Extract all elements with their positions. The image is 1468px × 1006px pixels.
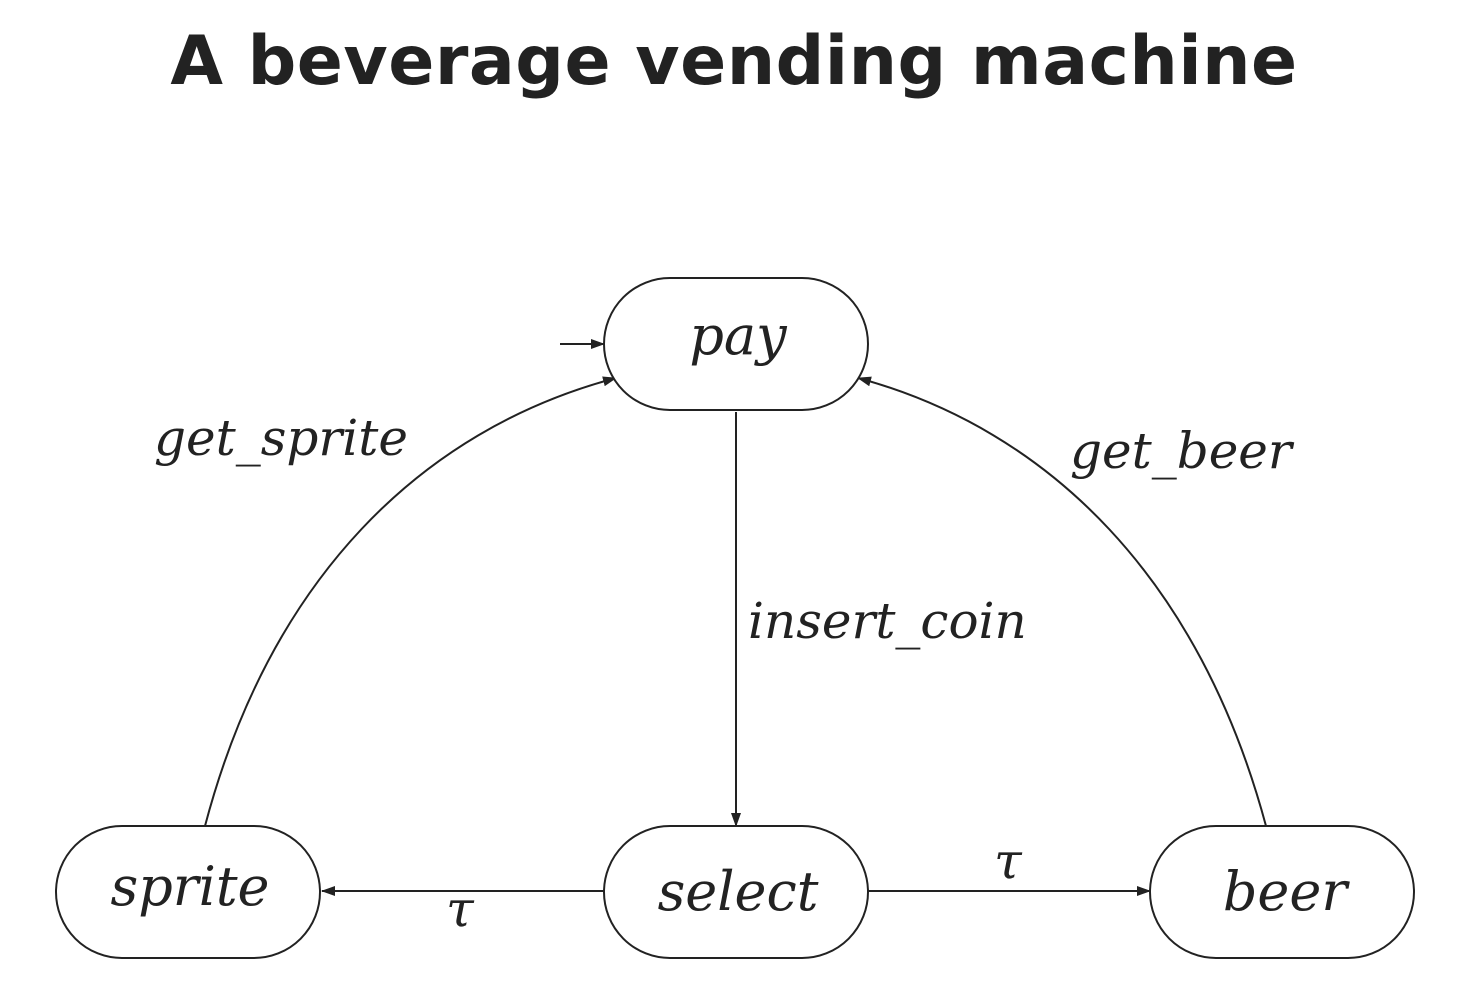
label-get-sprite: get_sprite — [154, 409, 408, 467]
edge-sprite-to-pay — [204, 376, 617, 827]
label-tau-to-beer: τ — [994, 832, 1023, 890]
diagram-title: A beverage vending machine — [170, 22, 1298, 101]
state-beer: beer — [1149, 825, 1415, 959]
state-pay-label: pay — [689, 304, 788, 367]
state-select: select — [603, 825, 869, 959]
label-insert-coin: insert_coin — [748, 592, 1027, 650]
state-select-label: select — [658, 860, 819, 923]
state-sprite: sprite — [55, 825, 321, 959]
edge-beer-to-pay — [857, 376, 1267, 827]
state-sprite-label: sprite — [110, 855, 269, 918]
label-get-beer: get_beer — [1070, 422, 1295, 480]
state-beer-label: beer — [1223, 860, 1350, 923]
label-tau-to-sprite: τ — [446, 880, 475, 938]
state-pay: pay — [603, 277, 869, 411]
